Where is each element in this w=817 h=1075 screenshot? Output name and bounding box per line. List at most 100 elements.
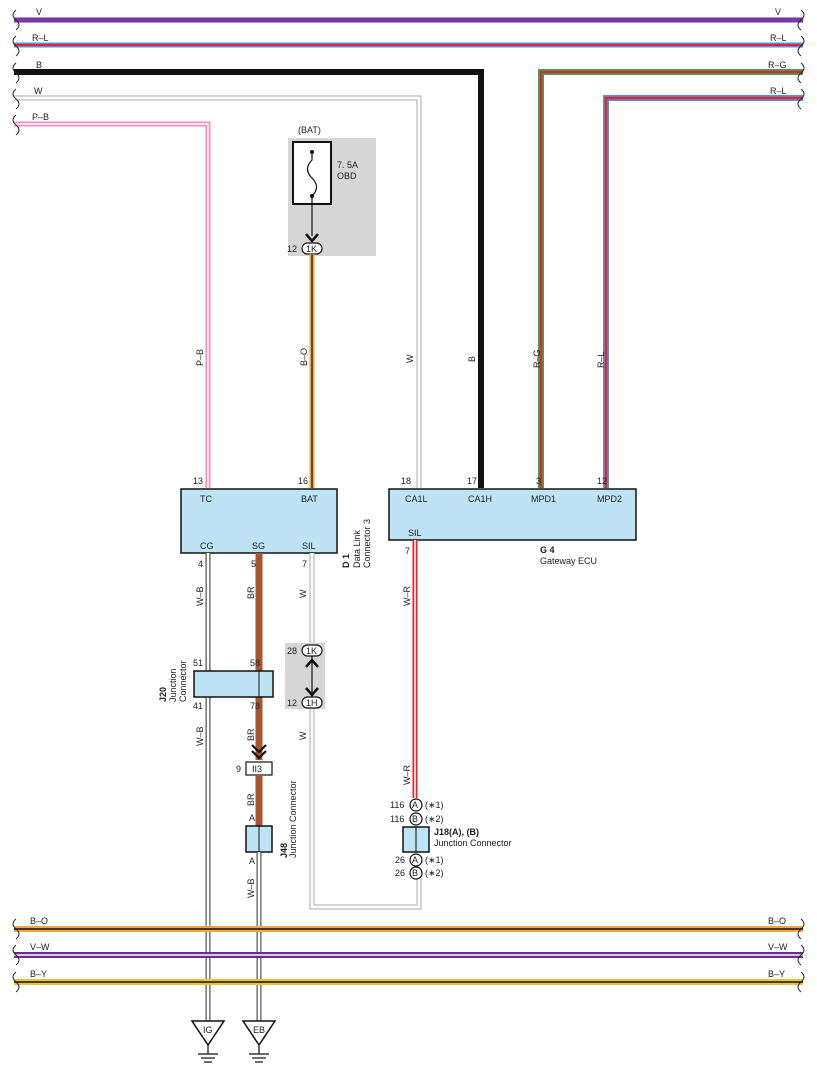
wire-w-sil-loop — [309, 553, 422, 910]
j18-bottom-conn-b: B — [412, 868, 418, 878]
inline-arrow-up-icon — [305, 658, 319, 668]
wire-label-w-r-lower: W–R — [402, 765, 412, 786]
ecu-pin-12: 12 — [597, 476, 607, 486]
ecu-terminal-mpd1: MPD1 — [531, 494, 556, 504]
gateway-ecu: 18 17 3 12 CA1L CA1H MPD1 MPD2 SIL 7 G 4… — [388, 476, 637, 566]
bus-label-r-l-right: R–L — [770, 33, 787, 43]
ground-ig-triangle-icon — [190, 1020, 226, 1047]
dlc-pin-5: 5 — [251, 559, 256, 569]
fuse-rating: 7. 5A — [337, 160, 358, 170]
inline-conn-1h: 1H — [306, 698, 318, 708]
wire-label-p-b: P–B — [195, 349, 205, 366]
top-bus: V V R–L R–L B R–G W R–L P–B — [12, 7, 805, 488]
j18-top-note-b: (∗2) — [425, 814, 444, 824]
ecu-pin-7: 7 — [405, 546, 410, 556]
bus-wire-b — [14, 69, 484, 488]
bus-label-b-left: B — [36, 60, 42, 70]
dlc-pin-13: 13 — [193, 476, 203, 486]
bus-wire-r-g — [538, 69, 803, 488]
bus-label-v-w-right: V–W — [768, 942, 788, 952]
dlc-terminal-tc: TC — [200, 494, 212, 504]
fuse-icon — [306, 150, 318, 204]
ground-ig-name: IG — [203, 1025, 213, 1035]
bottom-bus-left-cut-marks — [12, 918, 20, 993]
j48-code: J48 — [279, 843, 289, 858]
inline-pin-28: 28 — [287, 646, 297, 656]
ground-eb-name: EB — [253, 1025, 265, 1035]
j18-name: Junction Connector — [434, 838, 512, 848]
dlc-code: D 1 — [341, 554, 351, 568]
ecu-terminal-ca1l: CA1L — [405, 494, 428, 504]
bus-label-r-l-left: R–L — [32, 33, 49, 43]
dlc-name-line2: Connector 3 — [362, 519, 372, 568]
j20-pin-58: 58 — [250, 658, 260, 668]
bus-label-w-left: W — [34, 86, 43, 96]
wire-label-r-l-ecu: R–L — [596, 351, 606, 368]
junction-connector-j18: A 116 (∗1) B 116 (∗2) J18(A), (B) Juncti… — [390, 798, 512, 880]
ecu-name: Gateway ECU — [540, 556, 597, 566]
inline-arrow-down-icon — [305, 687, 319, 697]
wire-label-w-b-upper: W–B — [195, 586, 205, 606]
junction-connector-j20: 51 58 41 78 J20 Junction Connector — [158, 658, 274, 711]
bottom-bus: B–O B–O V–W V–W B–Y B–Y — [12, 916, 805, 993]
junction-connector-j48: A A J48 Junction Connector — [245, 780, 298, 866]
bus-label-r-l2-right: R–L — [770, 86, 787, 96]
bus-right-cut-marks — [797, 9, 805, 110]
dlc-pin-16: 16 — [298, 476, 308, 486]
bus-wire-r-l-right — [603, 95, 803, 488]
ground-ig: IG — [190, 1020, 226, 1063]
ii3-arrow-icon — [251, 744, 267, 760]
j18-bottom-pin-a: 26 — [395, 855, 405, 865]
j20-pin-78: 78 — [250, 701, 260, 711]
connector-ii3: II3 9 — [236, 744, 273, 776]
fuse-connector-label: 1K — [306, 244, 317, 254]
j48-pin-top: A — [249, 813, 255, 823]
fuse-block: (BAT) 7. 5A OBD 1K 12 — [287, 125, 376, 256]
bus-label-b-y-left: B–Y — [30, 969, 47, 979]
wire-label-w-b-j48: W–B — [246, 878, 256, 898]
ground-eb: EB — [241, 1020, 277, 1063]
inline-conn-1k: 1K — [306, 646, 317, 656]
ecu-code: G 4 — [540, 545, 555, 555]
j18-top-note-a: (∗1) — [425, 800, 444, 810]
wire-label-w-ecu: W — [405, 354, 415, 363]
wire-label-r-g-ecu: R–G — [532, 349, 542, 368]
j20-name-line2: Connector — [178, 660, 188, 702]
dlc-pin-7: 7 — [302, 559, 307, 569]
j18-bottom-note-b: (∗2) — [425, 868, 444, 878]
j48-name: Junction Connector — [288, 780, 298, 858]
fuse-connector-pin: 12 — [287, 244, 297, 254]
j20-name-line1: Junction — [168, 668, 178, 702]
wire-label-w-r-upper: W–R — [402, 586, 412, 607]
bus-left-cut-marks — [12, 9, 20, 136]
j48-pin-bottom: A — [249, 856, 255, 866]
j18-bottom-pin-b: 26 — [395, 868, 405, 878]
dlc-terminal-bat: BAT — [301, 494, 318, 504]
bus-label-b-o-right: B–O — [768, 916, 786, 926]
bottom-bus-right-cut-marks — [797, 918, 805, 993]
bus-wire-p-b — [14, 121, 211, 488]
wire-label-b-o: B–O — [299, 348, 309, 366]
ecu-pin-17: 17 — [467, 476, 477, 486]
dlc-terminal-sil: SIL — [302, 541, 316, 551]
inline-pin-12: 12 — [287, 698, 297, 708]
dlc-pin-4: 4 — [198, 559, 203, 569]
j18-top-conn-a: A — [412, 800, 418, 810]
wire-label-br-upper: BR — [246, 586, 256, 599]
dlc-terminal-cg: CG — [200, 541, 214, 551]
j18-code: J18(A), (B) — [434, 827, 479, 837]
j18-bottom-conn-a: A — [412, 855, 418, 865]
j20-pin-51: 51 — [193, 658, 203, 668]
bus-label-v-right: V — [775, 7, 781, 17]
bus-label-p-b-left: P–B — [32, 112, 49, 122]
wire-label-br-lower: BR — [246, 728, 256, 741]
ground-eb-triangle-icon — [241, 1020, 277, 1047]
ecu-terminal-mpd2: MPD2 — [597, 494, 622, 504]
wire-label-w-sil-upper: W — [298, 589, 308, 598]
j18-top-conn-b: B — [412, 814, 418, 824]
ecu-pin-18: 18 — [401, 476, 411, 486]
wire-label-br-ii3: BR — [246, 793, 256, 806]
j20-pin-41: 41 — [193, 701, 203, 711]
dlc-name-line1: Data Link — [352, 529, 362, 568]
ecu-pin-3: 3 — [536, 476, 541, 486]
